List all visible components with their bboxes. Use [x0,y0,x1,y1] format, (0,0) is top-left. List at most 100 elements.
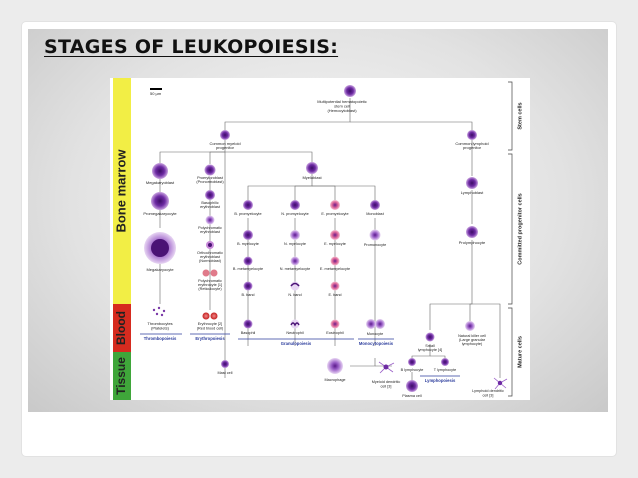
small-lymphocyte-label-2: lymphocyte [4] [418,348,442,352]
neutrophil-label: Neutrophil [286,331,303,335]
clp-label-1: Common lymphoid [455,141,488,146]
lymphopoiesis-label: Lymphopoiesis [425,378,456,383]
small-lymphocyte-label-1: Small [425,344,435,348]
thrombocytes-label-1: Thrombocytes [147,321,172,326]
macrophage-label: Macrophage [324,378,345,382]
reticulocyte-cell [202,269,210,277]
b-promyelocyte-label: B. promyelocyte [234,212,261,216]
lymphoblast-label: Lymphoblast [461,190,484,195]
polychromatic-erythroblast-label-1: Polychromatic [198,226,222,230]
plasma-cell-label: Plasma cell [402,394,422,398]
stem-cells-label: Stem cells [517,102,523,129]
nk-label-1: Natural killer cell [458,334,486,338]
n-promyelocyte-cell [290,200,300,210]
diagram-svg: Bone marrow Blood Tissue Stem cells Comm… [113,78,523,400]
b-myelocyte-cell [243,230,253,240]
n-band-nucleus [290,282,300,287]
nk-label-3: lymphocyte) [462,342,483,346]
clp-label-2: progenitor [463,145,482,150]
blood-bar [113,304,131,352]
reticulocyte-label-2: erythrocyte [1] [198,283,222,287]
thrombocytes-label-2: (Platelets) [151,326,170,331]
b-band-label: B. band [241,293,254,297]
tissue-label: Tissue [114,357,128,395]
e-band-label: E. band [328,293,341,297]
erythrocyte-cell [202,312,210,320]
reticulocyte-label-3: (Reticulocyte) [198,287,222,291]
monoblast-cell [370,200,380,210]
b-metamyelocyte-cell [243,256,253,266]
eosinophil-label: Eosinophil [326,331,344,335]
monocyte-cell-2 [375,319,385,329]
e-band-cell [330,281,340,291]
prolymphocyte-cell [466,226,478,238]
lymphoid-dendritic-label-1: Lymphoid dendritic [472,389,504,393]
scale-label: 50 µm [150,91,162,96]
proerythroblast-label-1: Proerythroblast [197,176,224,180]
basophil-label: Basophil [241,331,256,335]
erythrocyte-label-2: (Red blood cell) [197,327,224,331]
t-lymphocyte-cell [441,358,449,366]
lymphoid-dendritic-cell [493,377,508,390]
basophilic-erythroblast-cell [205,190,215,200]
monocytopoiesis-label: Monocytopoiesis [359,341,394,346]
orthochromatic-erythroblast-label-3: (Normoblast) [199,259,222,263]
monocyte-cell [366,319,376,329]
b-band-cell [243,281,253,291]
cmp-label-2: progenitor [216,145,235,150]
stem-cell-label-3: (Hemocytoblast) [327,108,357,113]
b-metamyelocyte-label: B. metamyelocyte [233,267,263,271]
bone-marrow-bar [113,78,131,304]
b-promyelocyte-cell [243,200,253,210]
basophil-cell [243,319,253,329]
n-promyelocyte-label: N. promyelocyte [281,212,308,216]
leukopoiesis-diagram: Bone marrow Blood Tissue Stem cells Comm… [110,78,530,400]
megakaryocyte-nucleus [151,239,169,257]
mast-cell [221,360,229,368]
b-lymphocyte-label: B lymphocyte [401,368,424,372]
proerythroblast-cell [204,164,216,176]
platelets-cluster [152,306,166,317]
polychromatic-erythroblast-label-2: erythroblast [200,230,221,234]
myeloblast-cell [306,162,318,174]
e-myelocyte-cell [330,230,340,240]
common-lymphoid-progenitor [467,130,477,140]
monoblast-label: Monoblast [366,212,384,216]
promonocyte-cell [369,229,381,241]
e-metamyelocyte-label: E. metamyelocyte [320,267,350,271]
hematopoietic-stem-cell [344,85,356,97]
e-myelocyte-label: E. myelocyte [324,242,346,246]
megakaryoblast-cell [152,163,168,179]
n-metamyelocyte-label: N. metamyelocyte [280,267,310,271]
myeloblast-label: Myeloblast [302,175,322,180]
scale-bar [150,88,162,90]
stem-cell-label-1: Multipotential hematopoietic [317,99,367,104]
polychromatic-erythroblast-cell [205,215,215,225]
stem-cell-label-2: stem cell [334,104,350,109]
myeloid-dendritic-label-2: cell [3] [381,385,392,389]
e-promyelocyte-label: E. promyelocyte [321,212,348,216]
mature-cells-label: Mature cells [517,336,523,368]
n-myelocyte-cell [290,230,300,240]
neutrophil-nucleus [290,322,300,327]
blood-label: Blood [114,311,128,345]
orthochromatic-nucleus [208,243,212,247]
tissue-bar [113,352,131,400]
basophilic-erythroblast-label-1: Basophilic [201,201,218,205]
prolymphocyte-label: Prolymphocyte [459,240,486,245]
n-metamyelocyte-cell [290,256,300,266]
myeloid-dendritic-label-1: Myeloid dendritic [372,380,401,384]
basophilic-erythroblast-label-2: erythroblast [200,205,221,209]
b-lymphocyte-cell [408,358,416,366]
reticulocyte-label-1: Polychromatic [198,279,222,283]
erythrocyte-label-1: Erythrocyte [2] [198,322,222,326]
n-myelocyte-label: N. myelocyte [284,242,306,246]
myeloid-dendritic-cell [378,361,395,374]
b-myelocyte-label: B. myelocyte [237,242,259,246]
reticulocyte-cell-2 [210,269,218,277]
lymphoid-dendritic-label-2: cell [3] [483,394,494,398]
granulocyte-cells [243,200,385,329]
small-lymphocyte-cell [425,332,435,342]
lymphoblast-cell [466,177,478,189]
group-divider-lines [140,333,460,377]
